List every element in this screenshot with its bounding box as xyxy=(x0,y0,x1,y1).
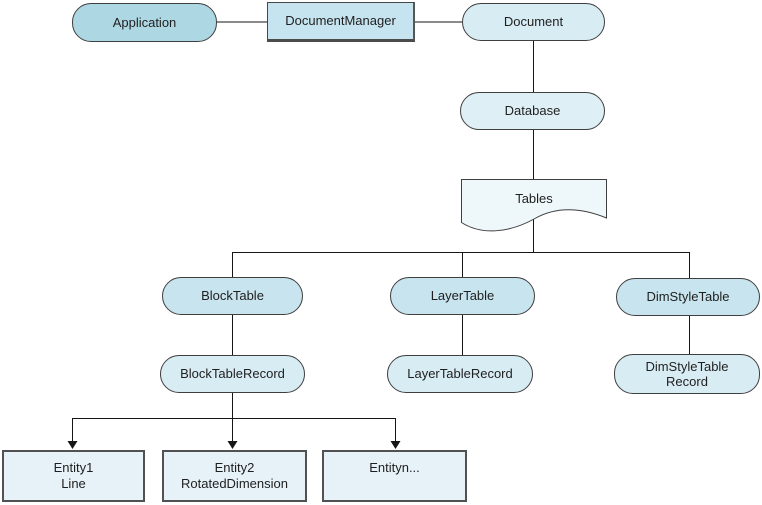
node-layer-table-record: LayerTableRecord xyxy=(387,355,533,393)
node-layer-table: LayerTable xyxy=(390,277,535,315)
connector-lines xyxy=(72,21,690,446)
node-dim-style-table-label: DimStyleTable xyxy=(646,289,730,304)
node-block-table: BlockTable xyxy=(162,277,303,315)
node-entity1-line1: Entity1 xyxy=(53,460,94,475)
node-dim-style-table-record-line2: Record xyxy=(666,374,708,389)
node-layer-table-record-label: LayerTableRecord xyxy=(407,366,513,381)
node-dim-style-table-record: DimStyleTable Record xyxy=(614,354,760,394)
node-layer-table-label: LayerTable xyxy=(430,288,495,303)
tables-label: Tables xyxy=(515,191,553,206)
node-database-label: Database xyxy=(504,103,561,118)
node-document: Document xyxy=(462,3,605,41)
arrowhead-down-icons xyxy=(67,441,401,449)
node-entity1: Entity1 Line xyxy=(2,450,145,502)
node-entity1-line2: Line xyxy=(61,476,86,491)
node-document-manager: DocumentManager xyxy=(267,2,415,42)
node-tables-label: Tables xyxy=(461,180,607,218)
node-application-label: Application xyxy=(112,14,177,30)
node-document-manager-label: DocumentManager xyxy=(285,13,396,28)
node-entity2: Entity2 RotatedDimension xyxy=(162,450,307,502)
node-block-table-label: BlockTable xyxy=(201,288,264,303)
node-entity2-line2: RotatedDimension xyxy=(181,476,288,491)
node-dim-style-table: DimStyleTable xyxy=(616,278,760,316)
node-block-table-record: BlockTableRecord xyxy=(160,355,305,393)
node-entity2-line1: Entity2 xyxy=(214,460,255,475)
node-database: Database xyxy=(460,92,605,130)
node-entityn-line1: Entityn... xyxy=(369,460,420,475)
node-application: Application xyxy=(72,3,217,42)
node-block-table-record-label: BlockTableRecord xyxy=(180,366,285,381)
node-document-label: Document xyxy=(503,14,564,29)
tables-document-shape xyxy=(461,179,607,232)
node-entityn: Entityn... xyxy=(322,450,467,502)
node-dim-style-table-record-line1: DimStyleTable xyxy=(645,359,729,374)
